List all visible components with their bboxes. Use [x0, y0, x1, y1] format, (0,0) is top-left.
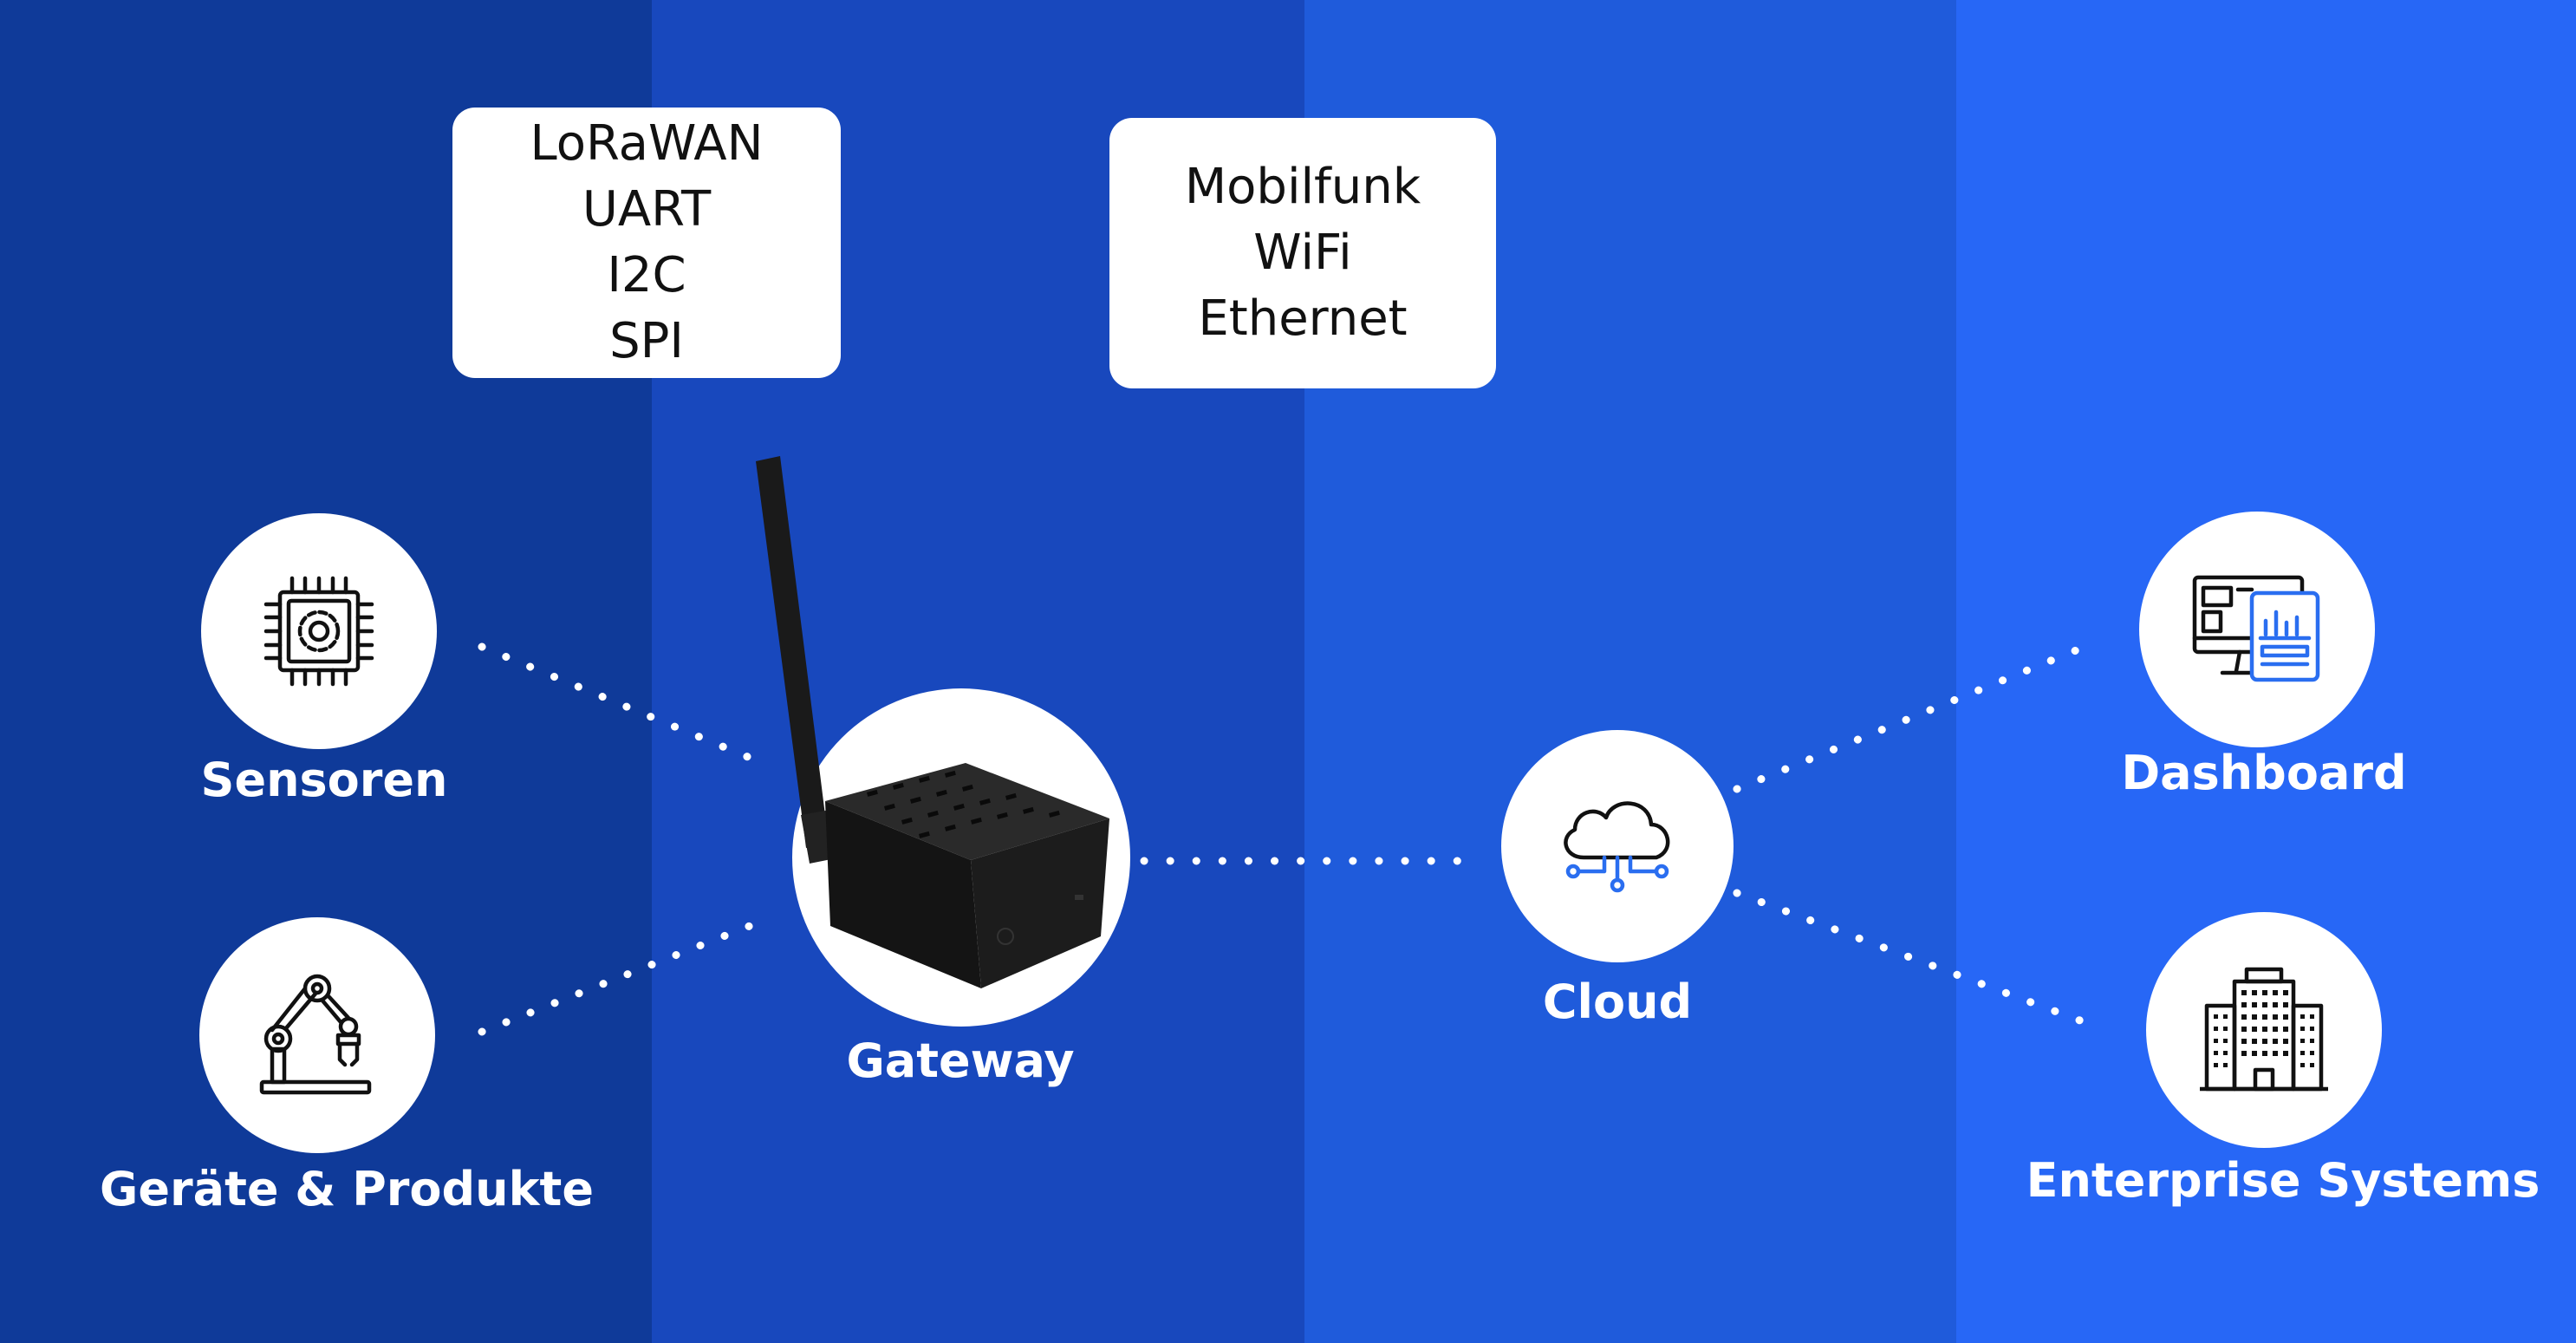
enterprise-label: Enterprise Systems — [2026, 1153, 2540, 1208]
link-sensors-gateway — [478, 642, 758, 764]
protocol-lorawan: LoRaWAN — [530, 115, 764, 172]
protocol-spi: SPI — [609, 313, 684, 369]
dashboard-monitor-icon — [2192, 575, 2320, 682]
devices-node — [199, 917, 435, 1153]
cloud-node — [1501, 730, 1734, 962]
gateway-label: Gateway — [846, 1033, 1075, 1088]
local-protocols-box: LoRaWAN UART I2C SPI — [452, 108, 841, 378]
link-devices-gateway — [478, 920, 758, 1036]
protocol-i2c: I2C — [607, 247, 686, 303]
protocol-wifi: WiFi — [1253, 225, 1352, 281]
devices-label: Geräte & Produkte — [100, 1162, 594, 1216]
enterprise-node — [2146, 912, 2382, 1148]
sensors-label: Sensoren — [200, 753, 448, 807]
cloud-label: Cloud — [1542, 975, 1693, 1029]
protocol-uart: UART — [582, 181, 712, 238]
network-protocols-box: Mobilfunk WiFi Ethernet — [1109, 118, 1496, 388]
sensors-node — [201, 513, 437, 749]
chip-icon — [263, 576, 374, 687]
gateway-device-icon — [756, 456, 1109, 988]
dashboard-node — [2139, 512, 2375, 747]
robot-arm-icon — [259, 974, 372, 1095]
protocol-ethernet: Ethernet — [1198, 290, 1408, 347]
cloud-icon — [1564, 801, 1670, 893]
office-building-icon — [2200, 967, 2328, 1092]
dashboard-label: Dashboard — [2121, 746, 2407, 800]
protocol-mobilfunk: Mobilfunk — [1184, 159, 1421, 215]
link-cloud-enterprise — [1733, 889, 2105, 1033]
link-cloud-dashboard — [1733, 637, 2102, 793]
